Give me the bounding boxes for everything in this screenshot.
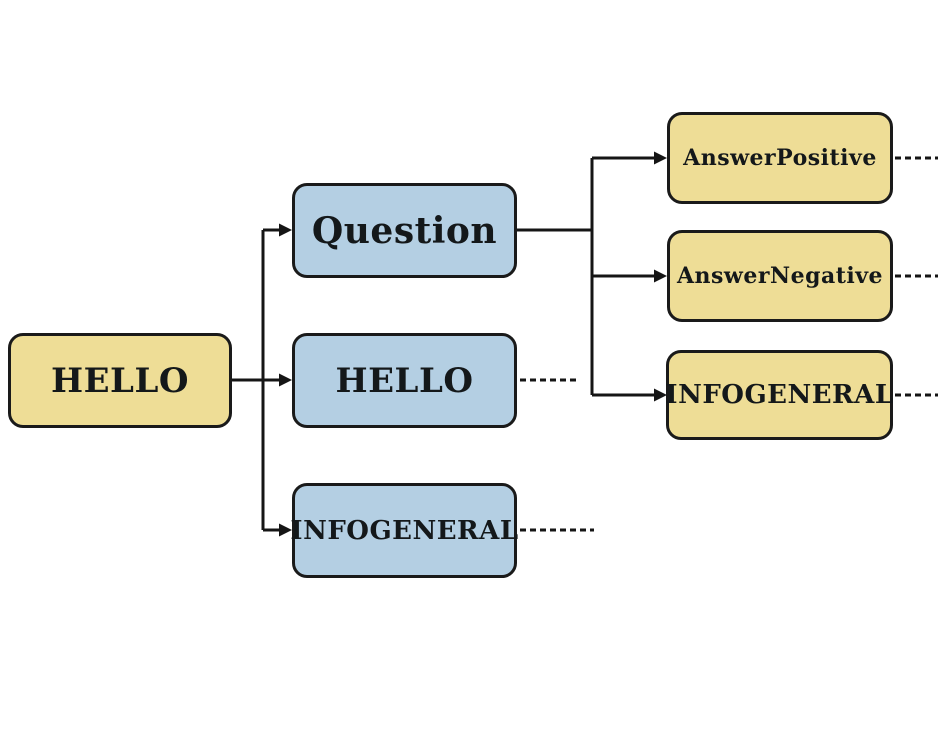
arrowhead-answer-negative	[654, 269, 667, 283]
node-hello-root-label: HELLO	[51, 360, 189, 401]
node-question-label: Question	[311, 209, 498, 252]
node-infogeneral-child-label: INFOGENERAL	[290, 515, 519, 546]
node-question[interactable]: Question	[292, 183, 517, 278]
arrowhead-hello-child	[279, 373, 292, 387]
node-infogeneral-leaf-label: INFOGENERAL	[665, 380, 894, 410]
node-hello-root[interactable]: HELLO	[8, 333, 232, 428]
node-answer-negative-label: AnswerNegative	[676, 263, 884, 289]
arrowhead-answer-positive	[654, 151, 667, 165]
node-answer-positive[interactable]: AnswerPositive	[667, 112, 893, 204]
node-infogeneral-leaf[interactable]: INFOGENERAL	[665, 350, 894, 440]
node-hello-child[interactable]: HELLO	[292, 333, 517, 428]
arrowhead-question	[279, 223, 292, 237]
node-hello-child-label: HELLO	[335, 360, 474, 401]
node-answer-positive-label: AnswerPositive	[683, 145, 877, 171]
node-infogeneral-child[interactable]: INFOGENERAL	[290, 483, 519, 578]
node-answer-negative[interactable]: AnswerNegative	[667, 230, 893, 322]
